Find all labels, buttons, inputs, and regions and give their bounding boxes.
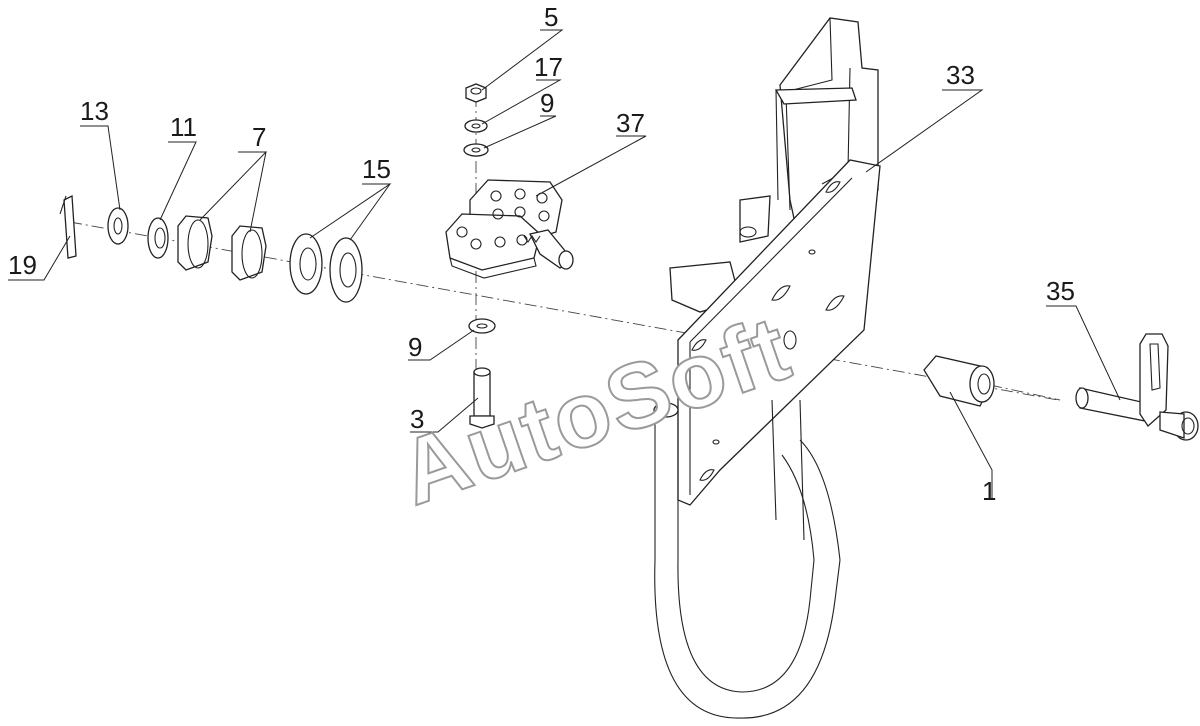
washer-11 bbox=[147, 217, 169, 259]
callout-17: 17 bbox=[534, 52, 563, 82]
hinge-bracket-assembly bbox=[445, 179, 574, 279]
callout-33: 33 bbox=[946, 60, 975, 90]
bolt bbox=[469, 367, 495, 429]
callout-9-top: 9 bbox=[540, 88, 554, 118]
top-flat-washer-hole bbox=[471, 147, 481, 153]
callout-1: 1 bbox=[982, 476, 996, 506]
leader-lines bbox=[8, 29, 1121, 500]
hex-nut-1 bbox=[177, 215, 213, 271]
top-flat-washer bbox=[463, 143, 489, 157]
callout-15: 15 bbox=[362, 154, 391, 184]
bottom-flat-washer-hole bbox=[476, 323, 488, 329]
thick-washer-2 bbox=[329, 237, 363, 303]
callout-37: 37 bbox=[616, 108, 645, 138]
thick-washer-1 bbox=[289, 233, 323, 295]
assembly-axis bbox=[69, 221, 1059, 401]
callout-19: 19 bbox=[8, 250, 37, 280]
callout-11: 11 bbox=[170, 112, 197, 142]
spring-washer-hole bbox=[471, 123, 481, 129]
axis-bushing-pin bbox=[989, 384, 1061, 401]
washer-13 bbox=[107, 207, 129, 245]
top-nut bbox=[465, 83, 487, 103]
pedal-pin bbox=[1075, 333, 1199, 441]
callout-3: 3 bbox=[410, 404, 424, 434]
watermark-text: AutoSoft bbox=[387, 297, 802, 525]
callout-9-bottom: 9 bbox=[408, 332, 422, 362]
callout-13: 13 bbox=[80, 96, 109, 126]
bottom-flat-washer bbox=[468, 318, 496, 334]
callout-5: 5 bbox=[544, 2, 558, 32]
callout-35: 35 bbox=[1046, 276, 1075, 306]
cotter-pin bbox=[59, 194, 77, 259]
spring-washer bbox=[464, 119, 488, 133]
bushing bbox=[923, 355, 995, 407]
hex-nut-2 bbox=[231, 225, 267, 281]
callout-7: 7 bbox=[252, 122, 266, 152]
pedal-bracket bbox=[653, 17, 881, 719]
